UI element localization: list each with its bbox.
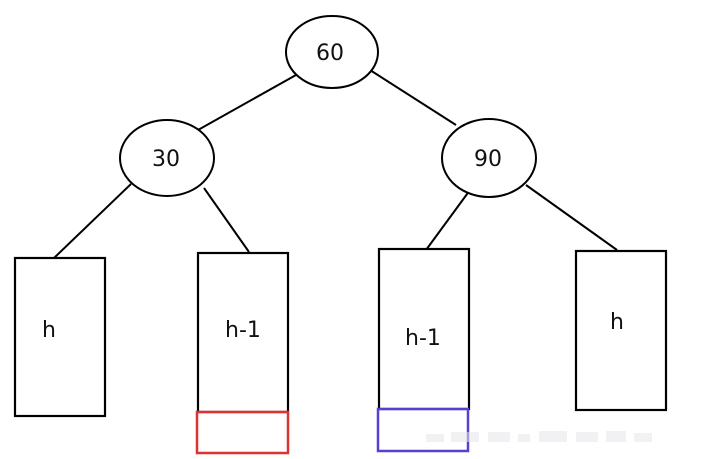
subtree-rect xyxy=(574,249,668,412)
edge-30-left-subtree xyxy=(53,183,132,259)
edge-60-30 xyxy=(197,74,297,131)
height-increase-highlight-red xyxy=(195,410,290,455)
watermark xyxy=(426,431,652,442)
subtree-box-3: h-1 xyxy=(377,247,471,411)
subtree-box-1: h xyxy=(13,256,107,418)
subtree-box-2: h-1 xyxy=(196,251,290,414)
node-label: 90 xyxy=(474,147,502,172)
tree-node-root: 60 xyxy=(285,15,379,89)
node-circle xyxy=(441,118,537,198)
subtree-label: h-1 xyxy=(225,318,261,343)
subtree-box-4: h xyxy=(574,249,668,412)
subtree-rect xyxy=(196,251,290,414)
subtree-label: h-1 xyxy=(405,326,441,351)
node-label: 60 xyxy=(316,41,344,66)
subtree-label: h xyxy=(42,318,56,343)
tree-node-left: 30 xyxy=(119,119,215,197)
node-circle xyxy=(119,119,215,197)
node-label: 30 xyxy=(152,147,180,172)
tree-node-right: 90 xyxy=(441,118,537,198)
edge-30-right-subtree xyxy=(203,187,250,253)
subtree-label: h xyxy=(610,310,624,335)
edge-90-right-subtree xyxy=(525,184,618,251)
edge-90-left-subtree xyxy=(425,189,471,251)
edge-60-90 xyxy=(369,69,457,126)
height-increase-highlight-blue xyxy=(376,407,470,453)
node-circle xyxy=(285,15,379,89)
subtree-rect xyxy=(13,256,107,418)
